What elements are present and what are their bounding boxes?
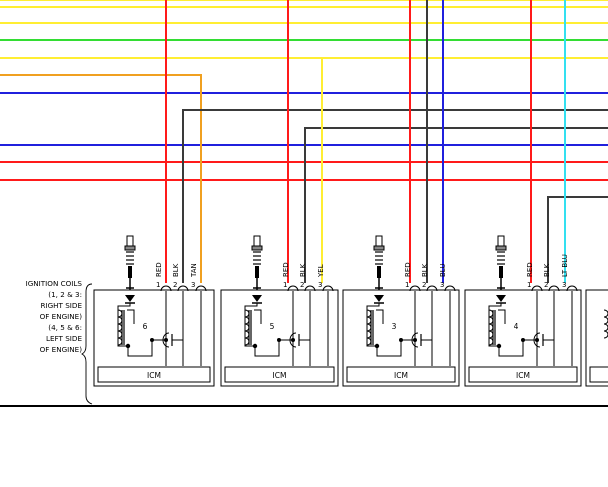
coil-number: 4 bbox=[514, 322, 519, 331]
horizontal-wire-bus bbox=[0, 0, 608, 283]
coil-number: 5 bbox=[270, 322, 275, 331]
connector-pin-icon bbox=[304, 285, 316, 292]
coil-internal-wiring bbox=[127, 291, 202, 366]
vertical-wire-runs bbox=[165, 0, 566, 283]
wire-color-label: BLK bbox=[172, 263, 180, 277]
ignition-coil-partial bbox=[585, 289, 608, 387]
transformer-coil-icon bbox=[117, 303, 135, 349]
side-label-line: RIGHT SIDE bbox=[40, 301, 82, 310]
pin-number: 3 bbox=[318, 281, 322, 289]
pin-number: 3 bbox=[440, 281, 444, 289]
side-label-line: OF ENGINE) bbox=[40, 312, 83, 321]
wire-color-label: BLK bbox=[543, 263, 551, 277]
icm-module-box bbox=[224, 366, 335, 383]
coil-internal-wiring bbox=[376, 291, 451, 366]
icm-label: ICM bbox=[273, 371, 287, 380]
connector-pin-icon bbox=[322, 285, 334, 292]
pin-number: 2 bbox=[544, 281, 548, 289]
bus-wire-tan-coil-6 bbox=[0, 74, 202, 283]
connector-pin-icon bbox=[287, 285, 299, 292]
coil-number: 6 bbox=[143, 322, 148, 331]
coil-internal-wiring bbox=[254, 291, 329, 366]
wire-color-label: YEL bbox=[317, 264, 325, 278]
transformer-coil-icon bbox=[244, 303, 262, 349]
wire-color-label: RED bbox=[526, 262, 534, 277]
wire-color-label: BLK bbox=[299, 263, 307, 277]
connector-pin-icon bbox=[566, 285, 578, 292]
transformer-coil-icon bbox=[488, 303, 506, 349]
pin-number: 1 bbox=[156, 281, 160, 289]
icm-label: ICM bbox=[147, 371, 161, 380]
coil-number: 3 bbox=[392, 322, 397, 331]
connector-pin-icon bbox=[444, 285, 456, 292]
connector-pin-icon bbox=[177, 285, 189, 292]
pin-number: 2 bbox=[422, 281, 426, 289]
pin-number: 1 bbox=[283, 281, 287, 289]
wire-color-label: LT BLU bbox=[561, 254, 569, 277]
wire-color-label: RED bbox=[282, 262, 290, 277]
spark-plug-icon bbox=[495, 235, 507, 290]
ignition-coils-side-label: IGNITION COILS (1, 2 & 3: RIGHT SIDE OF … bbox=[26, 279, 93, 405]
icm-label: ICM bbox=[516, 371, 530, 380]
spark-plug-icon bbox=[373, 235, 385, 290]
bus-wire-black-coil-5 bbox=[304, 127, 608, 283]
spark-plug-icon bbox=[124, 235, 136, 290]
side-label-line: (1, 2 & 3: bbox=[48, 290, 82, 299]
coil-internal-wiring bbox=[498, 291, 573, 366]
wire-color-label: BLK bbox=[421, 263, 429, 277]
connector-pin-icon bbox=[548, 285, 560, 292]
side-label-line: (4, 5 & 6: bbox=[48, 323, 82, 332]
pin-number: 2 bbox=[173, 281, 177, 289]
icm-module-box bbox=[346, 366, 456, 383]
side-label-line: IGNITION COILS bbox=[26, 279, 83, 288]
spark-plug-icon bbox=[251, 235, 263, 290]
connector-pin-icon bbox=[160, 285, 172, 292]
wire-color-label: BLU bbox=[439, 264, 447, 277]
connector-pin-icon bbox=[531, 285, 543, 292]
side-label-line: OF ENGINE) bbox=[40, 345, 83, 354]
wire-color-label: RED bbox=[155, 262, 163, 277]
side-label-line: LEFT SIDE bbox=[46, 334, 82, 343]
bus-wire-black-coil-4 bbox=[547, 196, 608, 283]
wire-color-label: TAN bbox=[190, 263, 198, 278]
pin-number: 3 bbox=[562, 281, 566, 289]
side-label-brace bbox=[80, 283, 93, 405]
pin-number: 2 bbox=[300, 281, 304, 289]
bus-wire-yellow-coil-5 bbox=[0, 57, 323, 283]
connector-pin-icon bbox=[426, 285, 438, 292]
icm-module-box bbox=[468, 366, 578, 383]
icm-module-box bbox=[97, 366, 211, 383]
pin-number: 1 bbox=[405, 281, 409, 289]
bus-wire-black-coil-6 bbox=[182, 109, 608, 283]
connector-pin-icon bbox=[195, 285, 207, 292]
pin-number: 1 bbox=[527, 281, 531, 289]
icm-label: ICM bbox=[394, 371, 408, 380]
wire-color-label: RED bbox=[404, 262, 412, 277]
connector-pin-icon bbox=[409, 285, 421, 292]
pin-number: 3 bbox=[191, 281, 195, 289]
